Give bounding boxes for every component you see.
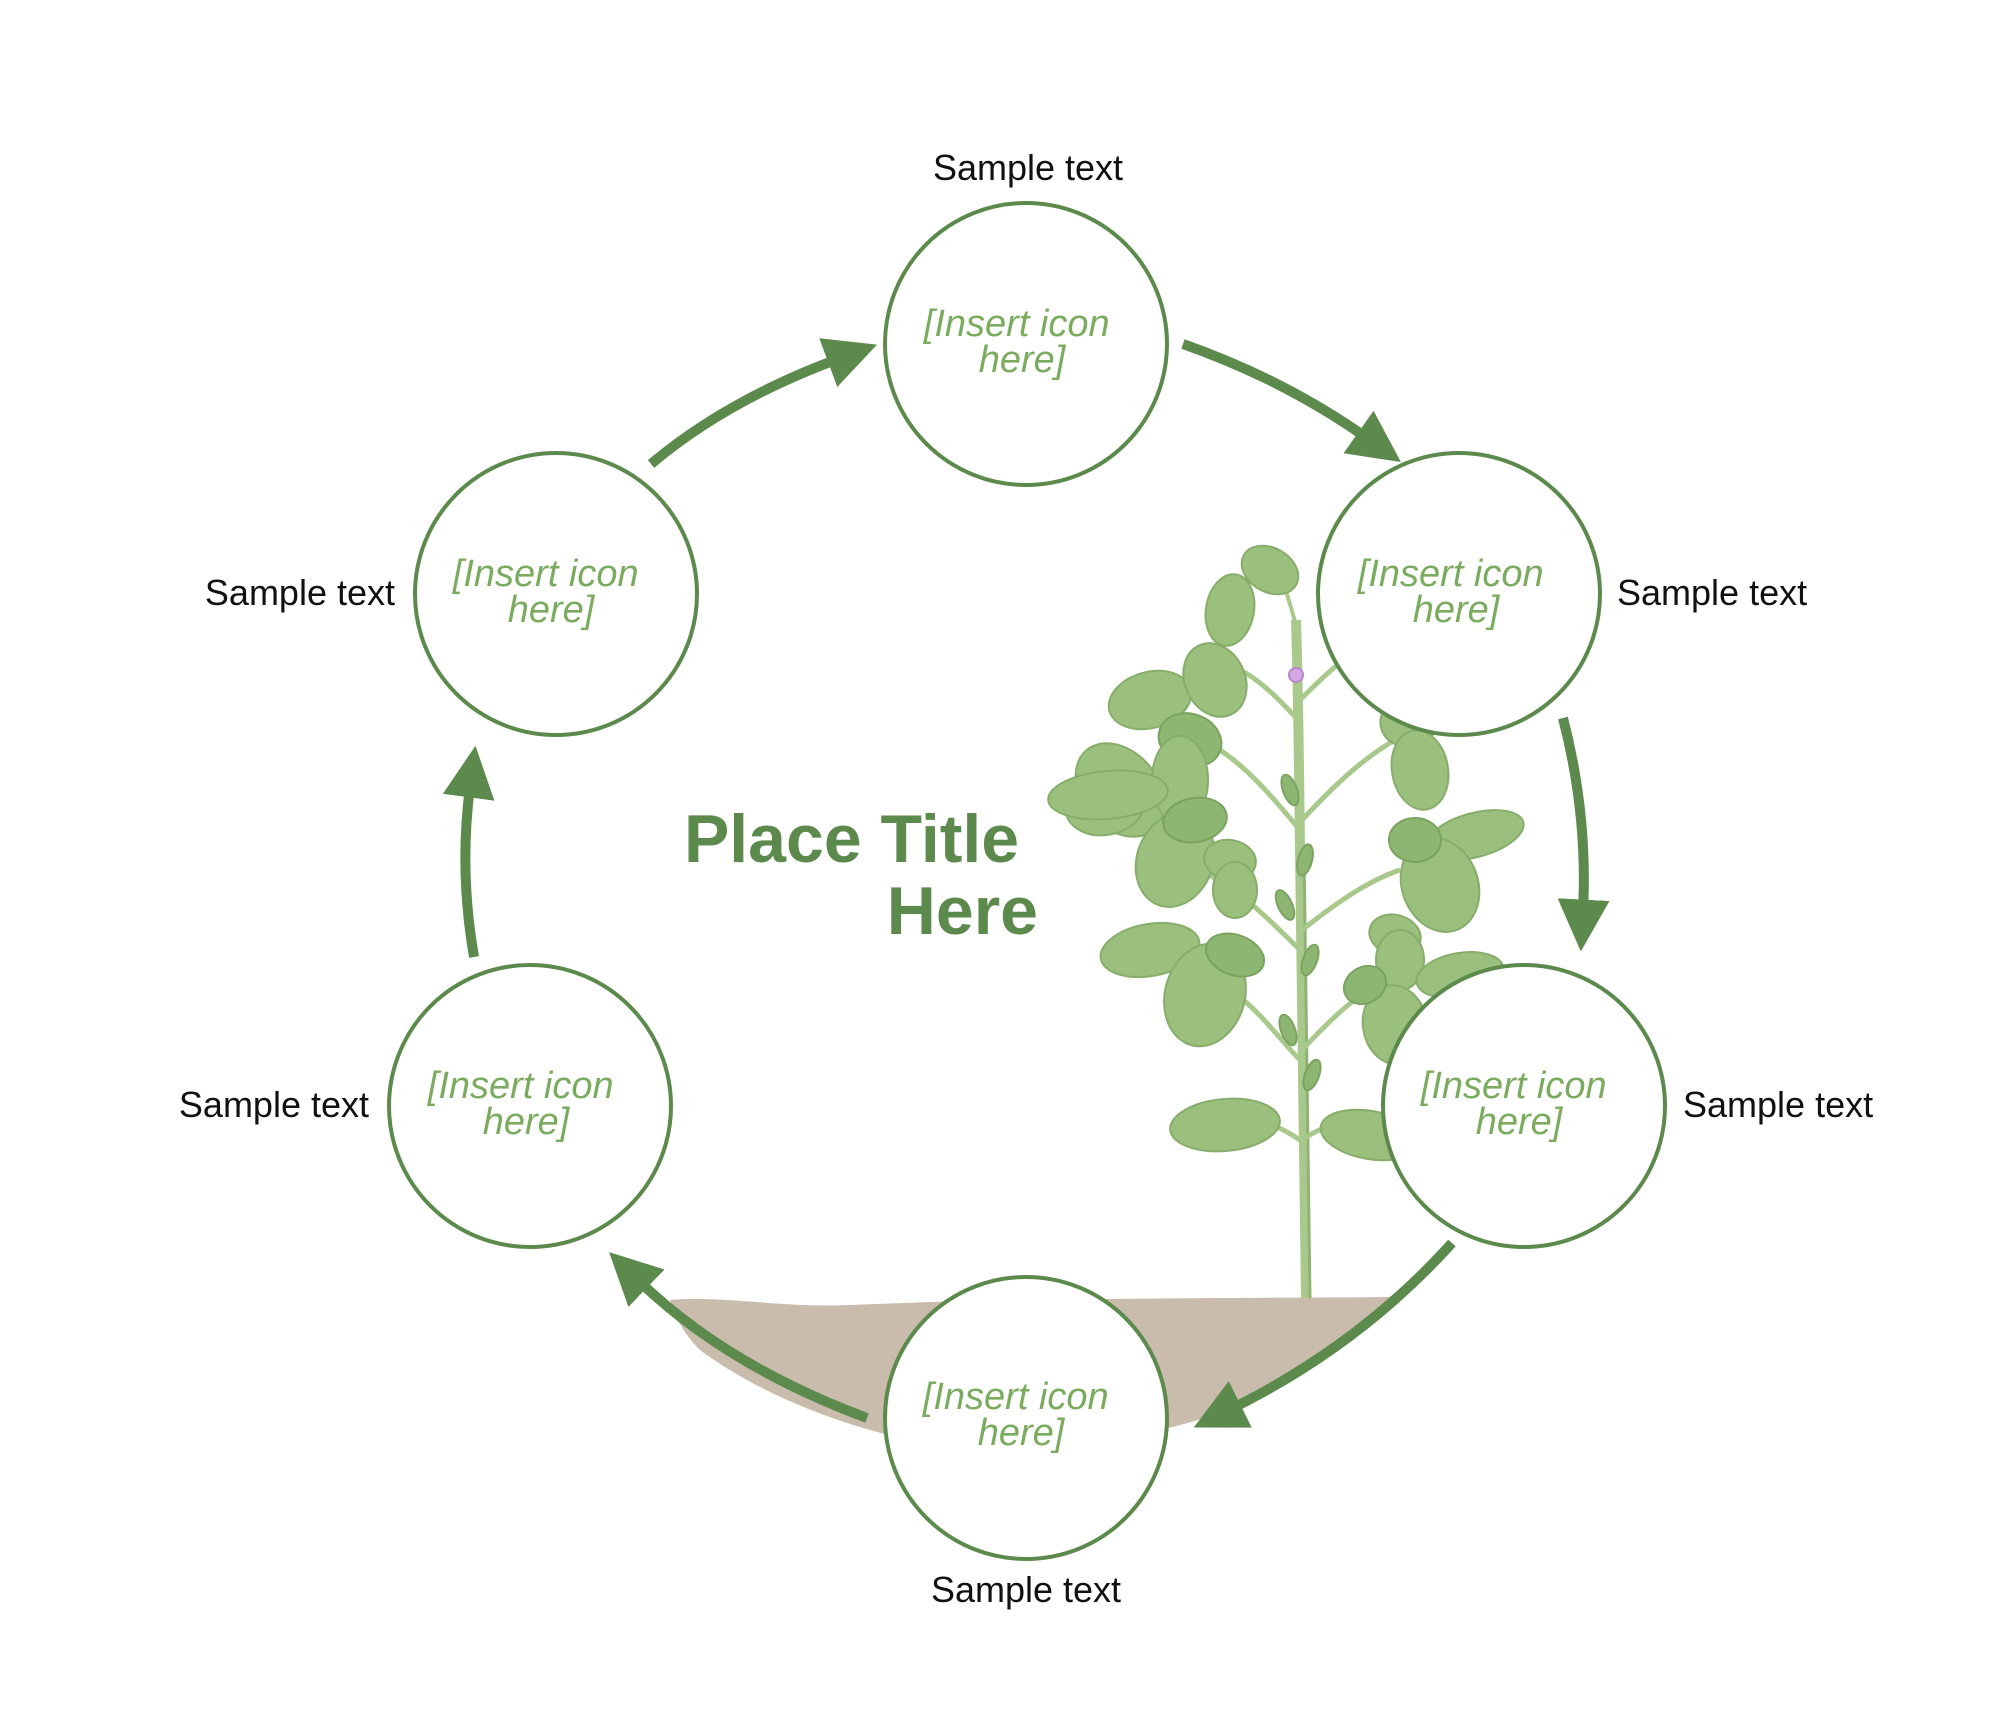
arrow-node5-to-node6 bbox=[442, 745, 495, 958]
arrow-node6-to-node1 bbox=[647, 338, 878, 468]
icon-placeholder[interactable]: [Insert icon here] bbox=[923, 303, 1120, 381]
cycle-node-1: [Insert icon here] Sample text bbox=[883, 147, 1169, 487]
icon-placeholder[interactable]: [Insert icon here] bbox=[1420, 1065, 1617, 1143]
node-label: Sample text bbox=[1617, 572, 1807, 613]
icon-placeholder[interactable]: [Insert icon here] bbox=[452, 553, 649, 631]
flower bbox=[1288, 667, 1304, 683]
cycle-node-6: [Insert icon here] Sample text bbox=[205, 451, 699, 737]
cycle-node-2: [Insert icon here] Sample text bbox=[1316, 451, 1807, 737]
arrow-node2-to-node3 bbox=[1557, 716, 1610, 952]
node-label: Sample text bbox=[933, 147, 1123, 188]
node-label: Sample text bbox=[205, 572, 395, 613]
icon-placeholder[interactable]: [Insert icon here] bbox=[922, 1376, 1119, 1454]
icon-placeholder[interactable]: [Insert icon here] bbox=[427, 1065, 624, 1143]
node-label: Sample text bbox=[931, 1569, 1121, 1610]
cycle-node-4: [Insert icon here] Sample text bbox=[883, 1275, 1169, 1610]
node-label: Sample text bbox=[1683, 1084, 1873, 1125]
arrow-node4-to-node5 bbox=[609, 1252, 869, 1423]
plant-illustration bbox=[1047, 544, 1525, 1299]
cycle-arrows bbox=[442, 338, 1610, 1428]
arrow-node1-to-node2 bbox=[1181, 339, 1401, 463]
cycle-node-5: [Insert icon here] Sample text bbox=[179, 963, 673, 1249]
diagram-title: Place Title Here bbox=[684, 801, 1038, 949]
icon-placeholder[interactable]: [Insert icon here] bbox=[1357, 553, 1554, 631]
cycle-node-3: [Insert icon here] Sample text bbox=[1381, 963, 1873, 1249]
arrow-node3-to-node4 bbox=[1193, 1239, 1456, 1428]
node-label: Sample text bbox=[179, 1084, 369, 1125]
